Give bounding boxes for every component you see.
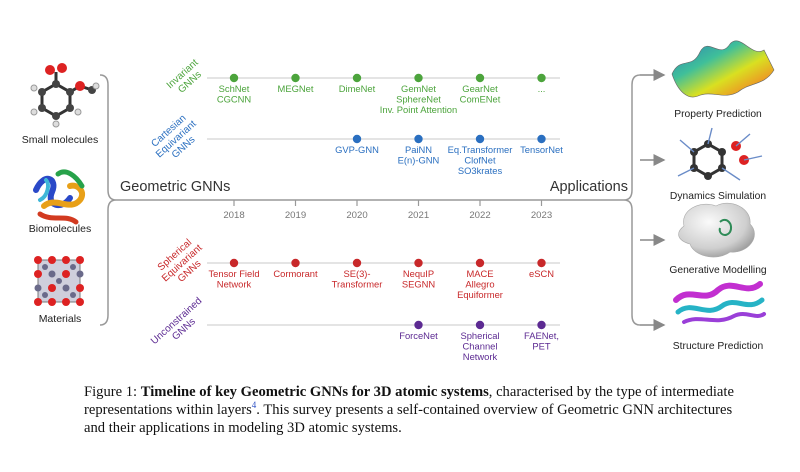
model-name: GearNet	[462, 83, 498, 94]
model-dot-invariant-2019	[291, 73, 300, 83]
model-name: SEGNN	[402, 279, 435, 290]
year-label-2019: 2019	[285, 210, 306, 221]
model-name: Network	[463, 351, 498, 362]
model-name: Network	[217, 279, 252, 290]
model-name: ClofNet	[464, 155, 496, 166]
property-surface-illustration	[671, 40, 775, 98]
center-title: Geometric GNNs	[120, 179, 230, 195]
year-label-2023: 2023	[531, 210, 552, 221]
caption-ref[interactable]: 4	[251, 400, 257, 411]
model-dot-cartesian-2022	[475, 134, 485, 144]
left-bracket	[99, 74, 117, 326]
model-dot-spherical-2019	[291, 258, 300, 268]
model-name: GemNet	[401, 83, 436, 94]
materials-crystal-illustration	[34, 256, 84, 306]
application-label-prop: Property Prediction	[674, 109, 762, 120]
model-dot-invariant-2021	[414, 73, 423, 83]
model-name: SO3krates	[458, 165, 503, 176]
model-dot-spherical-2022	[475, 258, 485, 268]
model-name: Spherical	[460, 330, 499, 341]
model-name: FAENet,	[524, 330, 559, 341]
model-dot-invariant-2020	[352, 73, 362, 83]
model-dot-spherical-2023	[537, 258, 546, 268]
model-dot-cartesian-2023	[537, 134, 546, 144]
model-name: Cormorant	[273, 268, 318, 279]
year-label-2020: 2020	[346, 210, 367, 221]
caption-rest: . This survey presents a self-contained …	[84, 402, 733, 436]
dynamics-molecule-illustration	[677, 127, 763, 181]
model-dot-unconstrained-2021	[414, 320, 423, 330]
model-name: SE(3)-	[343, 268, 370, 279]
model-name: DimeNet	[339, 83, 376, 94]
model-dot-spherical-2021	[414, 258, 423, 268]
application-label-dyn: Dynamics Simulation	[670, 191, 766, 202]
model-name: Allegro	[465, 279, 494, 290]
structure-protein-illustration	[673, 281, 766, 324]
small-molecule-illustration	[30, 63, 100, 128]
year-label-2018: 2018	[223, 210, 244, 221]
model-dot-invariant-2018	[229, 73, 239, 83]
figure-caption: Figure 1: Timeline of key Geometric GNNs…	[84, 383, 744, 437]
biomolecule-illustration	[33, 169, 86, 225]
generative-protein-illustration	[678, 202, 755, 258]
input-label-mat: Materials	[39, 313, 82, 325]
model-name: Inv. Point Attention	[380, 104, 457, 115]
input-label-small: Small molecules	[22, 134, 98, 146]
model-name: MEGNet	[278, 83, 314, 94]
model-name: PET	[532, 341, 551, 352]
model-name: Channel	[463, 341, 498, 352]
model-name: ForceNet	[399, 330, 438, 341]
model-dot-cartesian-2021	[414, 134, 423, 144]
right-bracket	[623, 74, 641, 326]
year-label-2022: 2022	[469, 210, 490, 221]
model-name: ComENet	[460, 94, 501, 105]
application-label-struct: Structure Prediction	[673, 341, 764, 352]
input-label-bio: Biomolecules	[29, 223, 91, 235]
year-label-2021: 2021	[408, 210, 429, 221]
caption-prefix: Figure 1:	[84, 384, 141, 400]
model-dot-invariant-2023	[537, 73, 546, 83]
right-title: Applications	[550, 179, 628, 195]
model-name: ...	[538, 83, 546, 94]
model-name: CGCNN	[217, 94, 251, 105]
application-arrows	[640, 69, 666, 331]
model-name: Eq.Transformer	[448, 144, 513, 155]
model-dot-unconstrained-2022	[475, 320, 485, 330]
model-name: NequIP	[403, 268, 434, 279]
model-name: eSCN	[529, 268, 554, 279]
model-dot-unconstrained-2023	[537, 320, 546, 330]
model-name: TensorNet	[520, 144, 563, 155]
model-dot-spherical-2018	[229, 258, 239, 268]
caption-bold: Timeline of key Geometric GNNs for 3D at…	[140, 384, 489, 400]
application-label-gen: Generative Modelling	[669, 265, 767, 276]
model-name: SchNet	[219, 83, 250, 94]
model-name: PaiNN	[405, 144, 432, 155]
model-dot-spherical-2020	[352, 258, 362, 268]
model-name: MACE	[466, 268, 493, 279]
caption-text: , characterised by the type of intermedi…	[84, 384, 734, 418]
model-dot-cartesian-2020	[352, 134, 362, 144]
model-name: Tensor Field	[208, 268, 259, 279]
model-name: SphereNet	[396, 94, 441, 105]
model-dot-invariant-2022	[475, 73, 485, 83]
model-name: GVP-GNN	[335, 144, 379, 155]
model-name: E(n)-GNN	[398, 155, 440, 166]
model-name: Equiformer	[457, 289, 503, 300]
model-name: Transformer	[332, 279, 383, 290]
